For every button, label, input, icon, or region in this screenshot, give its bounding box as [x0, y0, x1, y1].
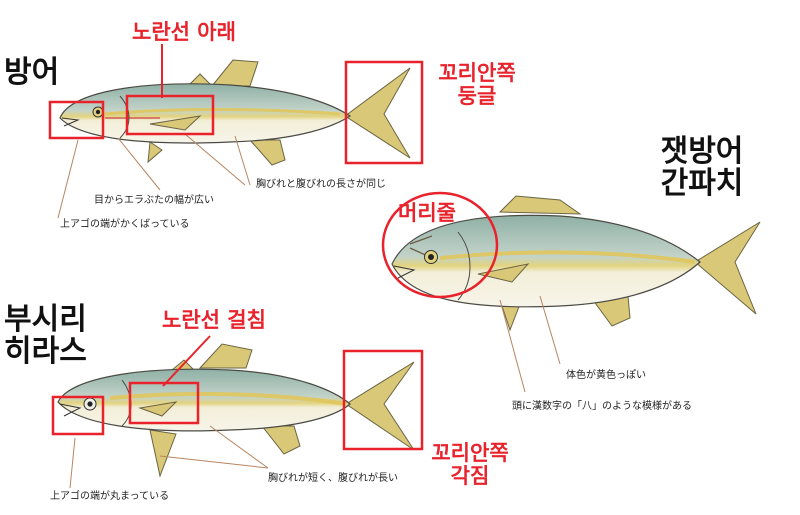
bottom-fish-anal-fin [260, 425, 301, 455]
top-yellow-line-note: 노란선 아래 [132, 20, 236, 44]
right-body-color-caption: 体色が黄色っぽい [566, 370, 646, 381]
top-tail-note-line2: 둥글 [457, 84, 497, 109]
top-fish-name: 방어 [4, 55, 60, 90]
bottom-fish-dorsal-fin [198, 343, 253, 369]
bottom-fish-name-line1: 부시리 [4, 302, 87, 337]
leader-lines [57, 133, 561, 489]
top-tail-box [344, 60, 424, 165]
right-fish-body [391, 214, 701, 308]
right-head-pattern-caption: 頭に漢数字の「八」のような模様がある [512, 401, 692, 412]
top-jaw-caption: 上アゴの端がかくばっている [60, 219, 190, 230]
bottom-yellow-line-note: 노란선 걸침 [162, 308, 266, 332]
right-fish-name-line1: 잿방어 [660, 134, 744, 169]
highlight-boxes [48, 60, 499, 451]
red-pointer-lines [161, 44, 211, 387]
right-fish-pectoral-fin [477, 263, 530, 283]
top-fish-drawing [59, 59, 411, 166]
top-fish-tail [344, 67, 411, 159]
top-tail-note: 꼬리안쪽 둥글 [432, 61, 522, 109]
bottom-yellow-line-box [128, 381, 200, 425]
right-fish-tail [694, 221, 761, 315]
right-fish-name-line2: 간파치 [660, 165, 744, 201]
right-fish-dorsal-fin [498, 195, 582, 215]
bottom-tail-note-line1: 꼬리안쪽 [431, 441, 509, 465]
top-yellow-line-box [125, 94, 215, 136]
bottom-jaw-caption: 上アゴの端が丸まっている [50, 491, 170, 502]
bottom-fins-caption: 胸びれが短く、腹びれが長い [268, 473, 398, 484]
bottom-fish-name: 부시리 히라스 [4, 302, 87, 370]
right-fish-name: 잿방어 간파치 [652, 136, 752, 199]
top-fish-body [59, 83, 352, 144]
bottom-tail-box [342, 349, 424, 451]
top-tail-note-line1: 꼬리안쪽 [438, 61, 516, 85]
right-head-circle [381, 191, 499, 299]
top-fish-dorsal-fin [210, 59, 259, 87]
top-fins-caption: 胸びれと腹びれの長さが同じ [256, 179, 386, 190]
right-fish-drawing [391, 195, 761, 332]
bottom-tail-note: 꼬리안쪽 각짐 [425, 441, 515, 489]
right-head-note: 머리줄 [398, 201, 456, 225]
top-jaw-box [48, 100, 105, 140]
bottom-fish-tail [345, 361, 415, 451]
bottom-tail-note-line2: 각짐 [450, 464, 490, 489]
bottom-fish-drawing [57, 343, 415, 478]
top-fish-anal-fin [248, 139, 286, 166]
bottom-fish-name-line2: 히라스 [4, 334, 87, 370]
top-fish-pectoral-fin [149, 115, 202, 131]
top-eye-gill-caption: 目からエラぶたの幅が広い [94, 195, 214, 206]
bottom-fish-pelvic-fin [149, 429, 177, 478]
bottom-fish-pectoral-fin [138, 401, 178, 417]
bottom-jaw-box [51, 395, 105, 436]
